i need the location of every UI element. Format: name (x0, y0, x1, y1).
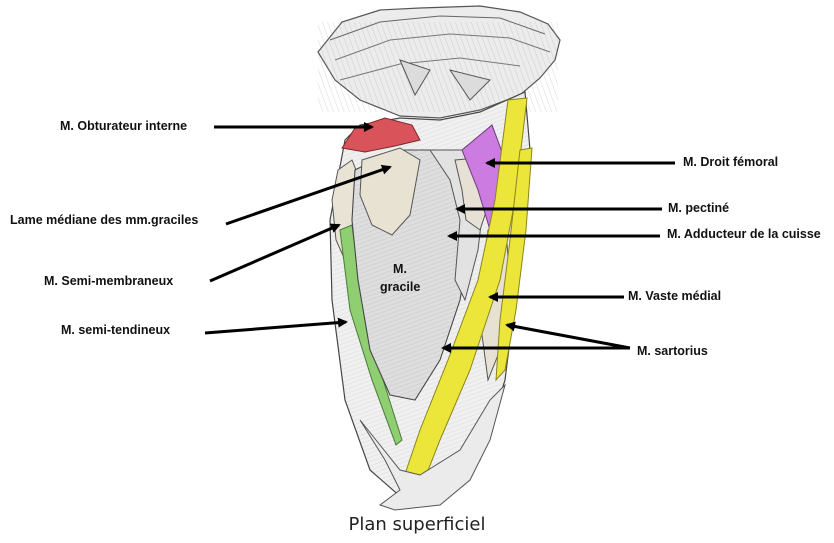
label-adducteur: M. Adducteur de la cuisse (667, 227, 821, 242)
caption: Plan superficiel (0, 514, 834, 535)
label-sartorius: M. sartorius (637, 344, 708, 359)
arrow-sartorius-2 (507, 325, 630, 348)
label-lame-mediane: Lame médiane des mm.graciles (10, 213, 198, 228)
label-gracile-line2: gracile (380, 278, 420, 296)
label-droit-femoral: M. Droit fémoral (683, 155, 778, 170)
label-semi-membraneux: M. Semi-membraneux (44, 274, 173, 289)
label-vaste-medial: M. Vaste médial (628, 289, 721, 304)
arrow-semi-tendineux (205, 322, 346, 333)
label-obturateur-interne: M. Obturateur interne (60, 119, 187, 134)
label-gracile-line1: M. (380, 260, 420, 278)
arrow-semi-membraneux (210, 225, 339, 281)
label-gracile: M. gracile (380, 260, 420, 296)
label-pectine: M. pectiné (668, 201, 729, 216)
label-semi-tendineux: M. semi-tendineux (61, 323, 170, 338)
